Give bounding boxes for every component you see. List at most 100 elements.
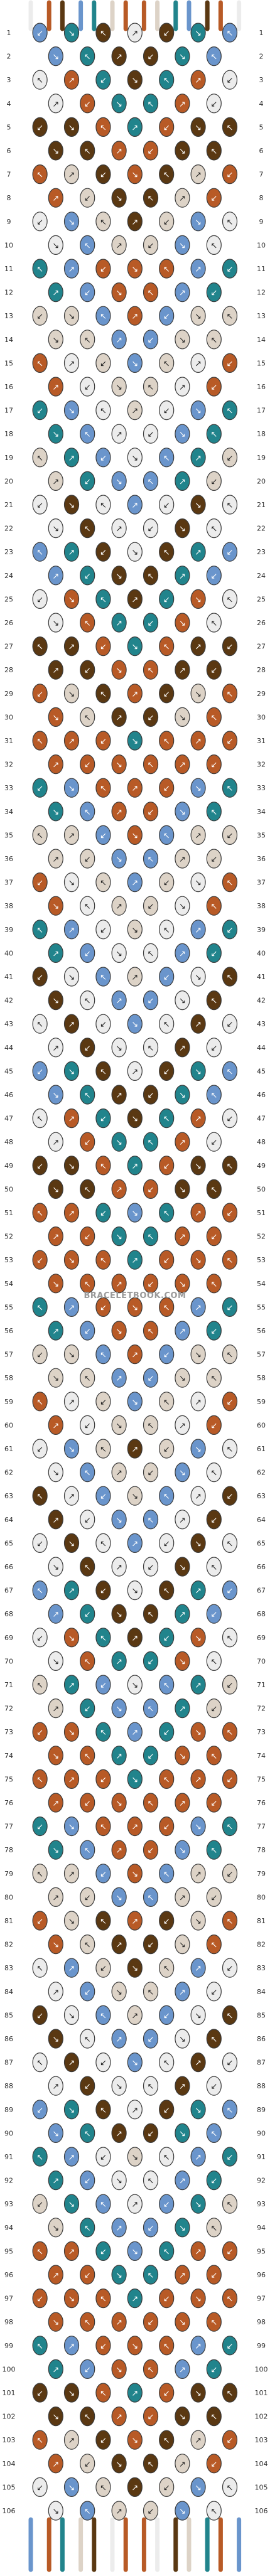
knot-r1-k5: ↙	[159, 23, 175, 43]
knot-r94-k4: ↙	[143, 2218, 159, 2238]
knot-r94-k3: ↗	[111, 2218, 127, 2238]
svg-text:↗: ↗	[116, 2035, 122, 2044]
row-label-left-54: 54	[4, 1280, 13, 1288]
knot-r27-k6: ↗	[190, 636, 206, 657]
knot-r19-k5: ↖	[159, 448, 175, 468]
row-label-left-20: 20	[4, 477, 13, 485]
knot-r5-k1: ↙	[32, 117, 48, 137]
svg-text:↘: ↘	[68, 2011, 75, 2021]
svg-text:↙: ↙	[227, 737, 234, 746]
knot-r80-k3: ↘	[111, 1887, 127, 1907]
knot-r82-k2: ↖	[80, 1935, 95, 1955]
svg-text:↗: ↗	[68, 2247, 75, 2257]
svg-text:↙: ↙	[84, 1421, 91, 1430]
knot-r93-k1: ↙	[32, 2194, 48, 2214]
knot-r99-k6: ↗	[190, 2336, 206, 2356]
knot-r74-k4: ↙	[143, 1746, 159, 1766]
svg-text:↙: ↙	[36, 2295, 43, 2304]
knot-r12-k4: ↖	[143, 282, 159, 303]
knot-r23-k1: ↖	[32, 542, 48, 562]
row-label-left-66: 66	[4, 1563, 13, 1571]
svg-text:↖: ↖	[163, 359, 170, 368]
svg-text:↗: ↗	[116, 1657, 122, 1666]
svg-text:↖: ↖	[36, 265, 43, 274]
knot-r22-k5: ↘	[175, 518, 190, 539]
knot-r95-k1: ↖	[32, 2241, 48, 2261]
svg-text:↙: ↙	[84, 572, 91, 581]
knot-r84-k6: ↙	[206, 1982, 222, 2002]
svg-text:↗: ↗	[68, 643, 75, 652]
svg-text:↘: ↘	[68, 312, 75, 321]
knot-r4-k5: ↗	[175, 94, 190, 114]
knot-r52-k3: ↘	[111, 1226, 127, 1247]
row-label-left-35: 35	[4, 831, 13, 839]
knot-r30-k3: ↗	[111, 707, 127, 727]
svg-text:↖: ↖	[84, 2129, 91, 2139]
row-label-right-14: 14	[257, 336, 266, 344]
row-label-right-30: 30	[257, 713, 266, 721]
svg-text:↙: ↙	[163, 690, 170, 699]
svg-text:↗: ↗	[68, 2342, 75, 2351]
knot-r83-k1: ↖	[32, 1958, 48, 1978]
svg-text:↖: ↖	[210, 2413, 217, 2422]
svg-text:↘: ↘	[52, 147, 59, 156]
svg-text:↘: ↘	[179, 619, 186, 628]
svg-text:↖: ↖	[36, 1020, 43, 1029]
svg-text:↗: ↗	[116, 1846, 122, 1855]
knot-r61-k1: ↙	[32, 1439, 48, 1459]
knot-r28-k2: ↙	[80, 660, 95, 680]
svg-text:↗: ↗	[131, 1351, 138, 1360]
row-label-right-5: 5	[259, 123, 264, 131]
svg-text:↙: ↙	[163, 1728, 170, 1737]
knot-r7-k7: ↙	[222, 164, 238, 185]
knot-r70-k4: ↙	[143, 1651, 159, 1671]
knot-r22-k2: ↖	[80, 518, 95, 539]
knot-r21-k3: ↖	[95, 495, 111, 515]
svg-text:↗: ↗	[131, 1445, 138, 1454]
svg-text:↙: ↙	[163, 973, 170, 982]
knot-r28-k1: ↗	[48, 660, 63, 680]
svg-text:↗: ↗	[52, 100, 59, 109]
svg-text:↙: ↙	[36, 2106, 43, 2115]
svg-text:↗: ↗	[179, 2082, 186, 2091]
svg-text:↗: ↗	[68, 1587, 75, 1596]
knot-r36-k6: ↙	[206, 849, 222, 869]
row-label-right-90: 90	[257, 2129, 266, 2137]
knot-r82-k3: ↗	[111, 1935, 127, 1955]
svg-text:↖: ↖	[100, 2011, 107, 2021]
knot-r101-k6: ↘	[190, 2383, 206, 2403]
svg-text:↖: ↖	[227, 1445, 234, 1454]
row-label-left-74: 74	[4, 1752, 13, 1760]
svg-text:↖: ↖	[36, 1492, 43, 1501]
knot-r103-k4: ↘	[127, 2430, 143, 2450]
knot-r86-k6: ↖	[206, 2029, 222, 2049]
svg-text:↖: ↖	[84, 336, 91, 345]
knot-r102-k3: ↗	[111, 2407, 127, 2427]
knot-r51-k3: ↙	[95, 1203, 111, 1223]
svg-text:↖: ↖	[163, 76, 170, 85]
row-label-left-49: 49	[4, 1162, 13, 1170]
knot-r13-k5: ↙	[159, 306, 175, 326]
svg-text:↗: ↗	[68, 2153, 75, 2162]
knot-r9-k5: ↙	[159, 212, 175, 232]
svg-text:↙: ↙	[36, 784, 43, 793]
svg-text:↖: ↖	[227, 2200, 234, 2209]
knot-r15-k4: ↘	[127, 353, 143, 373]
svg-text:↖: ↖	[163, 1964, 170, 1973]
top-strands	[28, 0, 242, 31]
svg-text:↖: ↖	[227, 2295, 234, 2304]
svg-text:↙: ↙	[100, 2059, 107, 2068]
svg-text:↙: ↙	[210, 1893, 217, 1902]
knot-r87-k7: ↙	[222, 2053, 238, 2073]
row-label-left-31: 31	[4, 737, 13, 745]
knot-r32-k4: ↖	[143, 754, 159, 775]
row-label-left-32: 32	[4, 761, 13, 769]
svg-text:↗: ↗	[116, 2413, 122, 2422]
knot-r21-k4: ↗	[127, 495, 143, 515]
svg-text:↘: ↘	[195, 312, 202, 321]
row-label-right-4: 4	[259, 100, 264, 108]
svg-text:↙: ↙	[36, 690, 43, 699]
knot-r62-k3: ↗	[111, 1462, 127, 1483]
knot-r61-k3: ↖	[95, 1439, 111, 1459]
svg-text:↘: ↘	[195, 1162, 202, 1171]
